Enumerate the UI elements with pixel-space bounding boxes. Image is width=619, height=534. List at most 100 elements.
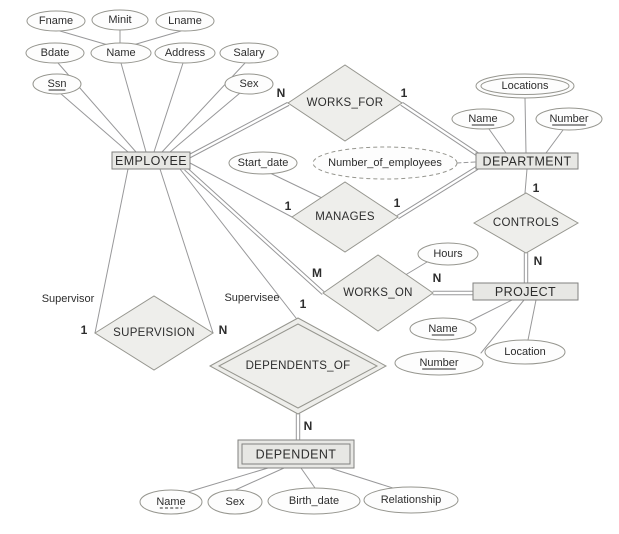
- cardinality-label: N: [277, 86, 286, 100]
- edge-derived-department: [456, 161, 477, 164]
- edge-sex-employee: [169, 92, 241, 153]
- edge-dependent-name: [187, 467, 269, 493]
- entity-employee: [111, 151, 191, 170]
- cardinality-label: M: [312, 266, 322, 280]
- entity-project-label: PROJECT: [495, 285, 556, 299]
- edge-employee-supervision-n: [159, 168, 214, 334]
- relationship-works-for-label: WORKS_FOR: [307, 97, 384, 109]
- relationship-dependents-of: [208, 317, 388, 415]
- edge-dependent-birth-date: [300, 467, 316, 489]
- relationship-manages: [291, 181, 399, 253]
- relationship-controls-label: CONTROLS: [493, 217, 559, 229]
- attribute-minit: [91, 9, 149, 31]
- edge-employee-works-on: [186, 167, 325, 293]
- relationship-controls: [472, 192, 580, 254]
- role-label: Supervisee: [224, 292, 279, 304]
- cardinality-label: 1: [81, 323, 88, 337]
- cardinality-label: 1: [533, 181, 540, 195]
- edge-locations-department: [524, 97, 527, 154]
- cardinality-label: 1: [285, 199, 292, 213]
- attribute-salary-label: Salary: [233, 47, 265, 59]
- attribute-locations: [475, 73, 575, 99]
- attribute-dept-name-label: Name: [468, 113, 497, 125]
- relationship-supervision-label: SUPERVISION: [113, 327, 195, 339]
- attribute-hours: [417, 242, 479, 266]
- attribute-proj-name-label: Name: [428, 323, 457, 335]
- edge-manages-department: [398, 168, 479, 219]
- attribute-bdate-label: Bdate: [41, 47, 70, 59]
- attribute-relationship-label: Relationship: [381, 494, 442, 506]
- edge-dept-name-department: [488, 128, 507, 154]
- attribute-proj-name: [409, 317, 477, 341]
- edge-ssn-employee: [59, 92, 129, 153]
- edge-lname-name: [132, 30, 182, 46]
- attribute-number-of-employees: [312, 146, 458, 180]
- attribute-location: [484, 339, 566, 365]
- edge-works-for-department: [400, 104, 477, 156]
- attribute-location-label: Location: [504, 346, 546, 358]
- attribute-proj-number: [394, 350, 484, 376]
- edge-name-employee: [120, 62, 147, 153]
- edge-address-employee: [153, 62, 184, 153]
- attribute-dep-sex-label: Sex: [226, 496, 245, 508]
- attribute-address: [154, 42, 216, 64]
- attribute-address-label: Address: [165, 47, 206, 59]
- edge-project-location: [527, 299, 537, 341]
- attribute-bdate: [25, 42, 85, 64]
- attribute-dep-name-label: Name: [156, 496, 185, 508]
- attribute-ssn: [32, 73, 82, 95]
- attribute-lname: [155, 10, 215, 32]
- entity-department-label: DEPARTMENT: [483, 155, 572, 169]
- edge-employee-manages: [189, 162, 293, 218]
- attribute-proj-number-label: Number: [419, 357, 458, 369]
- entity-dependent-label: DEPENDENT: [256, 448, 337, 462]
- attribute-fname-label: Fname: [39, 15, 73, 27]
- attribute-locations-inner: [480, 77, 570, 95]
- attribute-start-date: [228, 151, 298, 175]
- entity-project: [472, 282, 579, 301]
- attribute-fname: [26, 10, 86, 32]
- edge-employee-works-for: [188, 105, 290, 160]
- edge-start-date-manages: [269, 172, 323, 199]
- entity-department: [475, 152, 579, 170]
- relationship-dependents-of-label: DEPENDENTS_OF: [246, 360, 351, 372]
- attribute-emp-name: [90, 42, 152, 64]
- edge-dependent-sex: [232, 467, 285, 492]
- edge-employee-supervision-1: [94, 168, 129, 334]
- edge-manages-department: [396, 166, 477, 217]
- attribute-salary: [219, 42, 279, 64]
- cardinality-label: N: [219, 323, 228, 337]
- attribute-dept-number: [535, 107, 603, 131]
- attribute-ssn-label: Ssn: [48, 78, 67, 90]
- cardinality-label: N: [304, 419, 313, 433]
- edge-fname-name: [59, 30, 109, 46]
- attribute-locations-label: Locations: [501, 80, 549, 92]
- cardinality-label: 1: [401, 86, 408, 100]
- edge-works-for-department: [402, 102, 479, 154]
- edge-dependent-relationship: [329, 467, 397, 490]
- attribute-number-of-employees-label: Number_of_employees: [328, 157, 442, 169]
- edge-dept-number-department: [545, 129, 564, 154]
- attribute-birth-date: [267, 487, 361, 515]
- cardinality-label: N: [534, 254, 543, 268]
- edge-employee-works-for: [186, 101, 288, 156]
- cardinality-label: 1: [300, 297, 307, 311]
- edge-employee-works-on: [184, 169, 323, 295]
- attribute-emp-name-label: Name: [106, 47, 135, 59]
- cardinality-label: 1: [394, 196, 401, 210]
- attribute-start-date-label: Start_date: [238, 157, 289, 169]
- attribute-dep-sex: [207, 489, 263, 515]
- attribute-dept-number-label: Number: [549, 113, 588, 125]
- edge-project-name: [469, 299, 513, 322]
- entity-dependent-inner: [241, 443, 351, 465]
- attribute-lname-label: Lname: [168, 15, 202, 27]
- relationship-manages-label: MANAGES: [315, 211, 375, 223]
- cardinality-label: N: [433, 271, 442, 285]
- relationship-supervision: [94, 295, 214, 371]
- attribute-sex-label: Sex: [240, 78, 259, 90]
- attribute-hours-label: Hours: [433, 248, 463, 260]
- relationship-works-on: [322, 254, 434, 332]
- attribute-dep-name: [139, 489, 203, 515]
